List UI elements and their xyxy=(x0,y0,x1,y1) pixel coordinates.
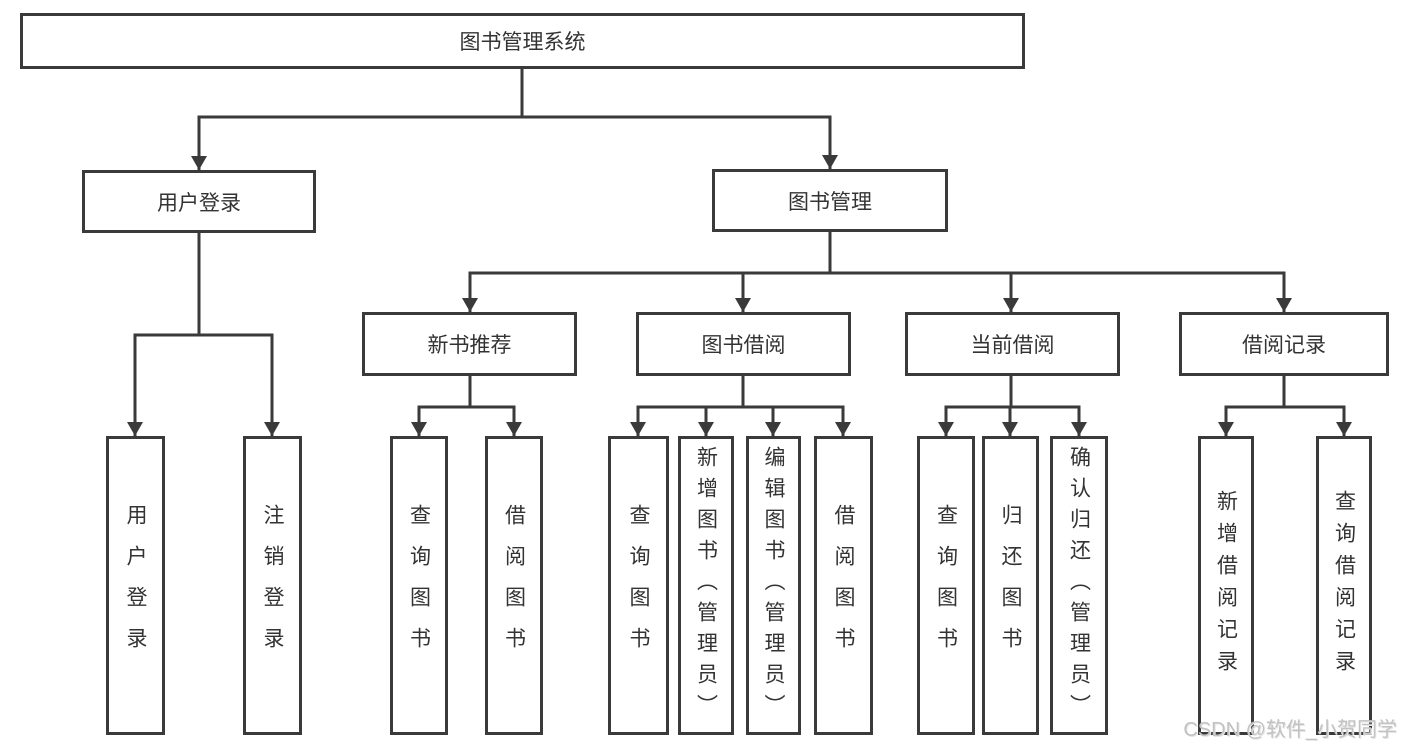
node-label: 注销登录 xyxy=(261,503,284,668)
leaf-edit-book-admin: 编辑图书（管理员） xyxy=(746,436,801,735)
leaf-logout: 注销登录 xyxy=(243,436,302,735)
leaf-query-books-recommend: 查询图书 xyxy=(390,436,448,735)
node-label: 确认归还（管理员） xyxy=(1067,446,1091,725)
leaf-query-borrow-record: 查询借阅记录 xyxy=(1316,436,1372,735)
node-label: 查询图书 xyxy=(934,503,958,668)
node-label: 编辑图书（管理员） xyxy=(762,446,785,725)
node-label: 查询图书 xyxy=(407,503,431,668)
node-user-login: 用户登录 xyxy=(82,170,316,233)
leaf-borrow-books-borrowing: 借阅图书 xyxy=(814,436,873,735)
node-new-book-recommendation: 新书推荐 xyxy=(362,312,577,376)
node-label: 新增图书（管理员） xyxy=(694,446,718,725)
node-book-management: 图书管理 xyxy=(712,169,948,232)
node-label: 新增借阅记录 xyxy=(1214,489,1238,682)
csdn-watermark: CSDN @软件_小贺同学 xyxy=(1183,719,1397,741)
node-label: 图书借阅 xyxy=(701,334,786,357)
node-label: 查询借阅记录 xyxy=(1332,489,1356,682)
leaf-add-borrow-record: 新增借阅记录 xyxy=(1198,436,1254,735)
node-label: 借阅记录 xyxy=(1242,334,1326,357)
leaf-user-login: 用户登录 xyxy=(106,436,165,735)
node-label: 查询图书 xyxy=(627,503,650,668)
node-label: 用户登录 xyxy=(124,503,147,668)
leaf-add-book-admin: 新增图书（管理员） xyxy=(678,436,734,735)
leaf-query-books-current: 查询图书 xyxy=(917,436,975,735)
node-label: 图书管理 xyxy=(788,190,872,214)
node-book-borrowing: 图书借阅 xyxy=(636,312,851,376)
node-label: 新书推荐 xyxy=(427,334,512,357)
node-library-management-system: 图书管理系统 xyxy=(20,13,1025,69)
node-label: 用户登录 xyxy=(157,191,241,215)
leaf-confirm-return-admin: 确认归还（管理员） xyxy=(1050,436,1108,735)
node-borrowing-records: 借阅记录 xyxy=(1179,312,1389,376)
node-label: 图书管理系统 xyxy=(459,31,586,54)
node-label: 当前借阅 xyxy=(970,334,1055,357)
node-label: 归还图书 xyxy=(999,503,1022,668)
leaf-return-books: 归还图书 xyxy=(982,436,1039,735)
node-current-borrowing: 当前借阅 xyxy=(905,312,1120,376)
node-label: 借阅图书 xyxy=(832,503,855,668)
leaf-query-books-borrowing: 查询图书 xyxy=(608,436,669,735)
leaf-borrow-books-recommend: 借阅图书 xyxy=(485,436,543,735)
node-label: 借阅图书 xyxy=(502,503,526,668)
